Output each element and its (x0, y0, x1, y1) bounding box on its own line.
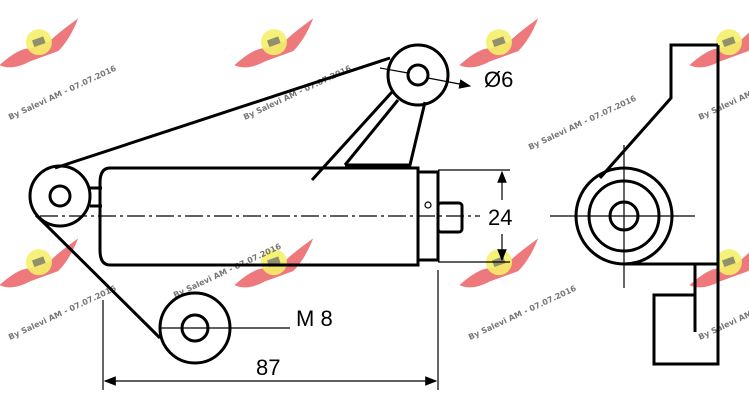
watermark-text: By Salevi AM - 07.07.2016 (242, 64, 353, 122)
length-label: 87 (256, 355, 280, 380)
watermark-logo (0, 238, 79, 288)
piston-rod (436, 201, 464, 234)
left-eye-hole (48, 184, 72, 208)
bracket-right (652, 45, 720, 366)
watermark-text: By Salevi AM - 07.07.2016 (7, 64, 118, 122)
cylinder-body (98, 166, 420, 267)
watermark-logo (0, 18, 79, 68)
watermark-text: By Salevi AM - 07.07.2016 (527, 94, 638, 152)
watermark-text: By Salevi AM - 07.07.2016 (7, 284, 118, 342)
left-eye (28, 164, 92, 228)
arm-lower-edge (34, 213, 162, 340)
thread-label: M 8 (296, 306, 333, 331)
arm-bracket (343, 99, 427, 167)
bracket-base (624, 262, 718, 332)
height-label: 24 (488, 205, 512, 230)
tensioner-front-view (28, 43, 510, 390)
watermark-logo (234, 18, 314, 68)
diameter-label: Ø6 (484, 67, 513, 92)
top-eye-hole (406, 63, 430, 87)
bracket-outline (598, 43, 718, 179)
tensioner-side-view (550, 43, 720, 366)
top-eye (386, 43, 450, 107)
watermark-logo (459, 238, 539, 288)
watermark-text: By Salevi AM - 07.07.2016 (467, 284, 578, 342)
watermark-logo (689, 18, 749, 68)
arm-web (310, 90, 394, 182)
watermark-logo (459, 18, 539, 68)
watermark-logo (689, 238, 749, 288)
watermark-text: By Salevi AM - 07.07.2016 (697, 64, 749, 122)
watermark-text: By Salevi AM - 07.07.2016 (697, 284, 749, 342)
arm-upper-edge (54, 56, 391, 170)
